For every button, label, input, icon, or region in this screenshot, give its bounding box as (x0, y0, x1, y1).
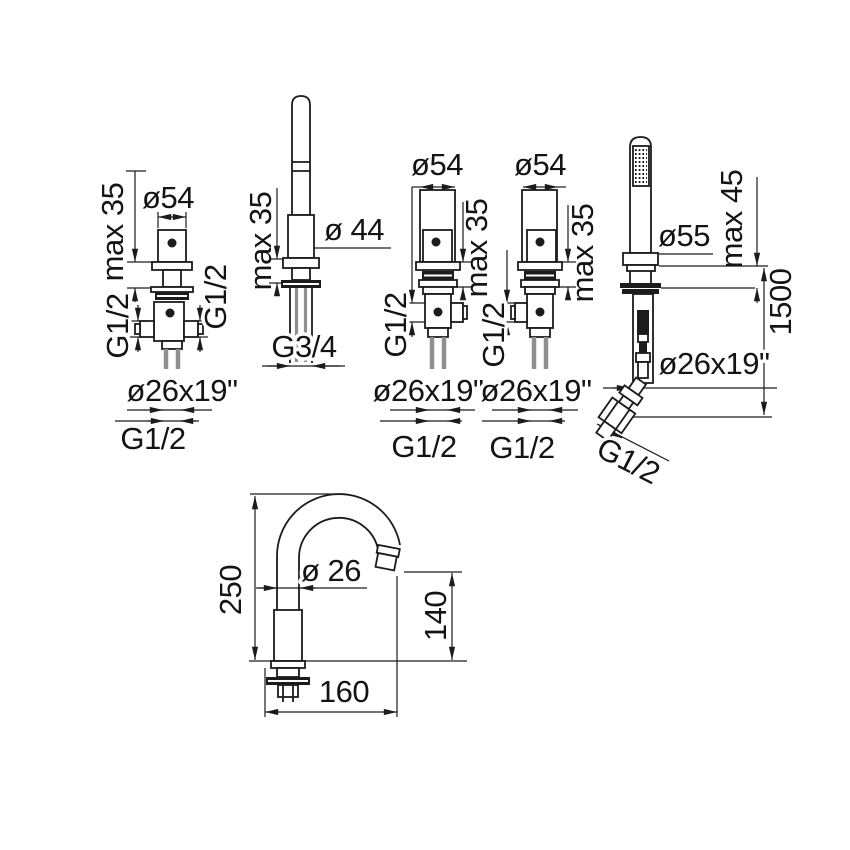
body-dot-icon (535, 307, 545, 317)
body-dot-icon (433, 307, 443, 317)
dim-shower-connection: ø26x19" (659, 346, 770, 381)
dim-valve-right-outlet: G1/2 (476, 302, 511, 367)
dim-diverter-thread: G1/2 (120, 421, 185, 456)
dim-valve-right-connection: ø26x19" (481, 373, 592, 408)
dim-column-max-thickness: max 35 (243, 192, 278, 291)
dim-spout-height: 250 (213, 565, 248, 615)
dim-valve-right-thread: G1/2 (489, 430, 554, 465)
dim-valve-left-outlet: G1/2 (378, 292, 413, 357)
body-dot-icon (165, 308, 175, 318)
hand-shower-drawing (595, 136, 661, 442)
handle-dot-icon (535, 237, 545, 247)
dim-shower-holder-diameter: ø55 (658, 218, 710, 253)
spout-tip (374, 543, 401, 572)
handle-dot-icon (167, 238, 177, 248)
shutoff-valve-right-drawing (510, 189, 563, 369)
shutoff-valve-left-drawing (415, 189, 468, 369)
dim-spout-diameter: ø 26 (301, 553, 361, 588)
dim-valve-left-max-thickness: max 35 (459, 199, 494, 298)
dim-valve-left-connection: ø26x19" (373, 373, 484, 408)
dim-shower-max-thickness: max 45 (714, 170, 749, 269)
dim-diverter-diameter: ø54 (142, 180, 194, 215)
dim-valve-left-diameter: ø54 (411, 147, 463, 182)
dim-valve-right-diameter: ø54 (514, 147, 566, 182)
hose-connector (595, 376, 648, 442)
dim-column-diameter: ø 44 (324, 212, 384, 247)
handle-dot-icon (431, 237, 441, 247)
spout-column-drawing (281, 95, 321, 363)
dim-column-thread: G3/4 (271, 329, 336, 364)
dim-valve-right-max-thickness: max 35 (565, 204, 600, 303)
dim-diverter-connection: ø26x19" (127, 373, 238, 408)
dim-shower-hose-length: 1500 (763, 268, 798, 335)
dim-diverter-max-thickness: max 35 (95, 183, 130, 282)
tub-spout-drawing (266, 493, 401, 702)
dim-diverter-outlet-right: G1/2 (198, 264, 233, 329)
hose-section (637, 310, 649, 334)
shower-holder (622, 252, 659, 266)
dimension-lines (115, 170, 777, 717)
dim-valve-left-thread: G1/2 (391, 429, 456, 464)
spray-face (632, 145, 650, 187)
dim-spout-outlet-height: 140 (418, 591, 453, 641)
dim-diverter-outlet-left: G1/2 (100, 293, 135, 358)
diverter-valve-drawing (134, 229, 204, 369)
dimension-labels: ø54 max 35 G1/2 G1/2 ø26x19" G1/2 max 35… (95, 147, 802, 709)
dim-spout-reach: 160 (319, 674, 369, 709)
